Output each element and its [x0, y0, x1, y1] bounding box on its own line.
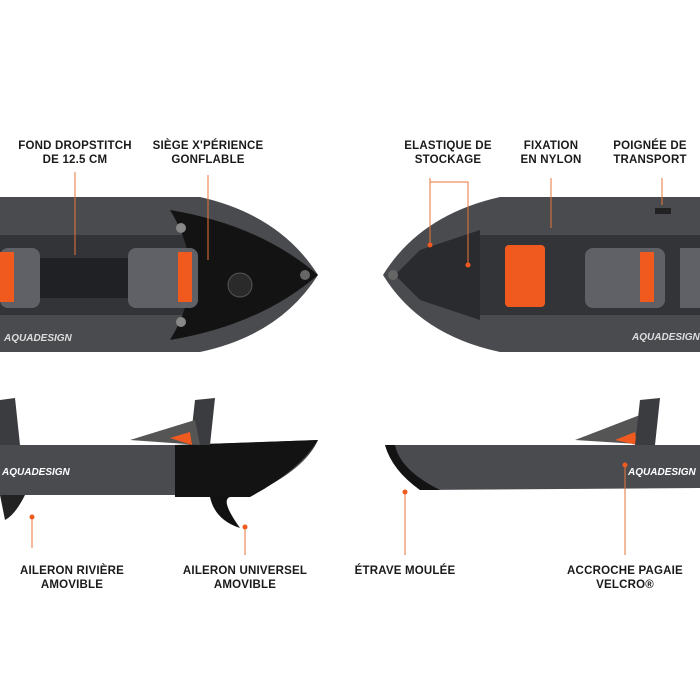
- kayak-top-view-left: AQUADESIGN: [0, 197, 318, 352]
- brand-logo: AQUADESIGN: [3, 333, 73, 344]
- kayak-side-view-right: AQUADESIGN: [385, 398, 700, 490]
- label-etrave: ÉTRAVE MOULÉE: [354, 565, 456, 577]
- callout-lines: [31, 172, 663, 555]
- kayak-top-view-right: AQUADESIGN: [383, 197, 700, 352]
- brand-logo: AQUADESIGN: [627, 467, 697, 478]
- kayak-side-view-left: AQUADESIGN: [0, 398, 318, 528]
- callout-dots: [29, 242, 628, 530]
- brand-logo: AQUADESIGN: [1, 467, 71, 478]
- brand-logo: AQUADESIGN: [631, 332, 700, 343]
